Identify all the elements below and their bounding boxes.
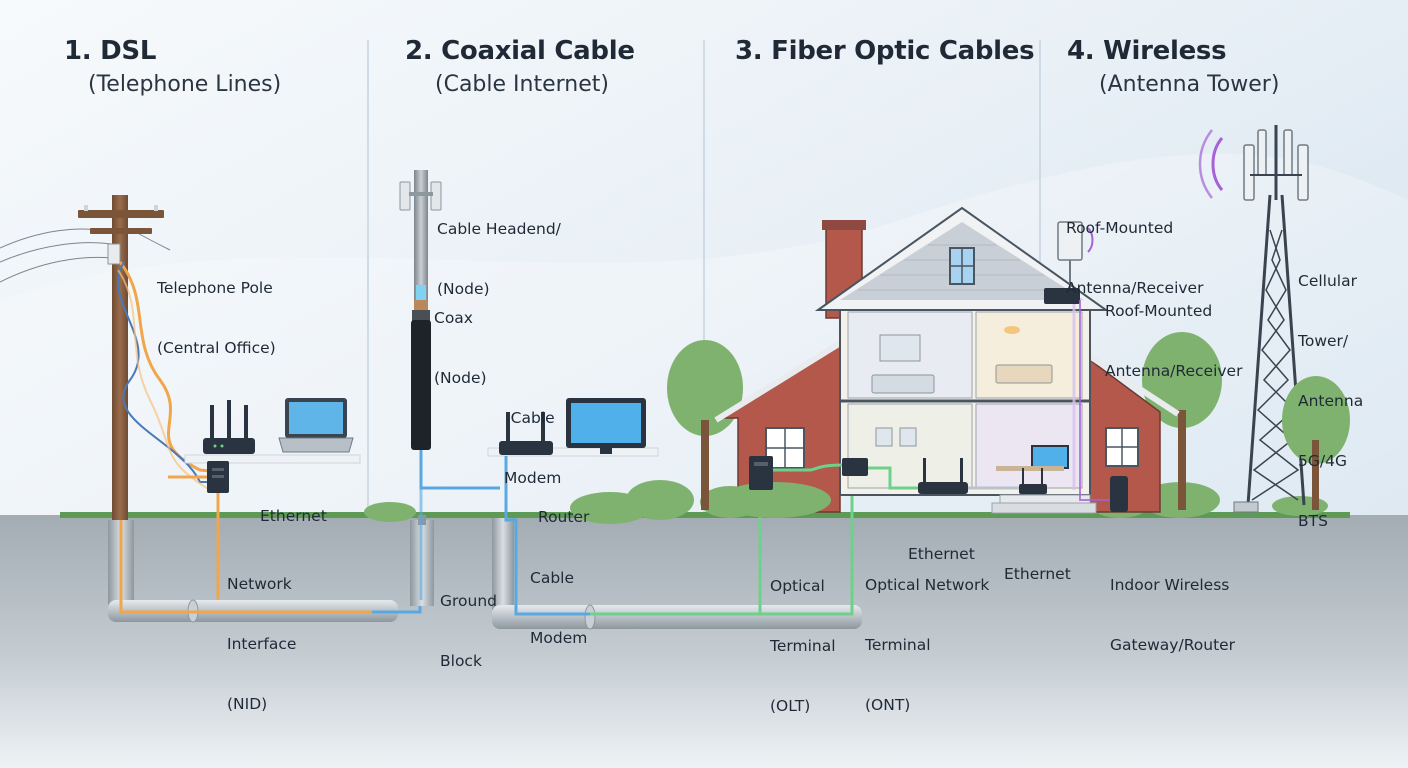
section-subtitle: (Telephone Lines) (88, 72, 282, 97)
label-ground-block: Ground Block (440, 551, 497, 711)
label-line: Antenna/Receiver (1066, 279, 1204, 297)
section-subtitle: (Antenna Tower) (1099, 72, 1280, 97)
label-line: Interface (227, 635, 297, 653)
label-line: Router (538, 508, 590, 526)
house-icon (667, 206, 1222, 518)
modem-icon (842, 458, 868, 476)
label-ethernet-dsl: Ethernet (260, 466, 327, 566)
coax-cable (504, 456, 590, 616)
label-cable-headend: Cable Headend/ (Node) (437, 179, 561, 339)
label-line: (OLT) (770, 697, 811, 715)
section-title: 4. Wireless (1067, 36, 1227, 66)
label-ethernet-house-2: Ethernet (1004, 524, 1071, 624)
router-icon (203, 400, 255, 454)
label-line: Tower/ (1298, 332, 1349, 350)
label-line: (Node) (434, 369, 487, 387)
label-line: (Central Office) (157, 339, 276, 357)
label-roof-antenna-2: Roof-Mounted Antenna/Receiver (1105, 261, 1242, 421)
section-header-dsl: 1. DSL (Telephone Lines) (64, 36, 281, 97)
grass-line (60, 512, 1350, 518)
label-ont: Optical Network Terminal (ONT) (865, 535, 989, 755)
label-line: Roof-Mounted (1066, 219, 1174, 237)
label-line: Ethernet (908, 545, 975, 563)
label-cable-modem-bottom: Cable Modem (530, 528, 587, 688)
fiber-cable (773, 463, 843, 472)
cell-tower-icon (1198, 125, 1309, 513)
telephone-pole-icon (0, 195, 171, 525)
label-line: Modem (530, 629, 588, 647)
section-title: 2. Coaxial Cable (405, 36, 635, 66)
label-cable-modem-top: Cable Modem (504, 368, 561, 528)
section-header-wireless: 4. Wireless (Antenna Tower) (1067, 36, 1279, 97)
label-line: Cable (530, 569, 575, 587)
label-telephone-pole: Telephone Pole (Central Office) (157, 238, 276, 398)
phone-line (117, 261, 220, 483)
label-roof-antenna-1: Roof-Mounted Antenna/Receiver (1066, 178, 1203, 338)
label-line: (Node) (437, 280, 490, 298)
label-line: Cable Headend/ (437, 220, 561, 238)
label-line: Ethernet (1004, 565, 1071, 583)
monitor-icon (566, 398, 646, 454)
ont-box-icon (749, 456, 773, 490)
label-line: (ONT) (865, 696, 911, 714)
label-router: Router (538, 467, 589, 567)
section-subtitle: (Cable Internet) (435, 72, 609, 97)
label-line: Optical (770, 577, 825, 595)
label-line: 5G/4G (1298, 452, 1347, 470)
gateway-icon (1110, 476, 1128, 512)
label-indoor-gateway: Indoor Wireless Gateway/Router (1110, 535, 1235, 695)
modem-icon (207, 461, 229, 493)
label-line: Ethernet (260, 507, 327, 525)
label-coax-node: Coax (Node) (434, 268, 487, 428)
label-line: Roof-Mounted (1105, 302, 1213, 320)
label-line: Antenna/Receiver (1105, 362, 1243, 380)
label-line: Optical Network (865, 576, 990, 594)
antenna-icon (1044, 221, 1094, 304)
label-line: Block (440, 652, 482, 670)
label-line: Terminal (770, 637, 836, 655)
underground-pipe (492, 605, 862, 629)
label-line: Coax (434, 309, 473, 327)
shelf (184, 454, 361, 464)
wireless-cable (1079, 300, 1110, 501)
label-line: Antenna (1298, 392, 1364, 410)
ground (0, 515, 1408, 768)
section-header-fiber: 3. Fiber Optic Cables (735, 36, 1035, 66)
label-line: Network (227, 575, 292, 593)
label-nid: Network Interface (NID) (227, 534, 296, 754)
router-icon (918, 458, 968, 494)
label-cell-tower: Cellular Tower/ Antenna 5G/4G BTS (1298, 231, 1363, 571)
label-line: Modem (504, 469, 562, 487)
coax-node-pole-icon (399, 170, 442, 450)
label-line: Ground (440, 592, 498, 610)
dsl-cable (119, 520, 372, 614)
label-line: Cable (510, 409, 555, 427)
label-line: Indoor Wireless (1110, 576, 1230, 594)
router-icon (499, 412, 553, 455)
label-line: Terminal (865, 636, 931, 654)
label-line: Cellular (1298, 272, 1357, 290)
label-line: (NID) (227, 695, 268, 713)
section-title: 1. DSL (64, 36, 157, 66)
router-icon (1019, 468, 1047, 494)
section-title: 3. Fiber Optic Cables (735, 36, 1035, 66)
laptop-icon (278, 398, 354, 453)
label-ethernet-house-1: Ethernet (908, 504, 975, 604)
label-line: Gateway/Router (1110, 636, 1236, 654)
section-header-coax: 2. Coaxial Cable (Cable Internet) (405, 36, 635, 97)
label-olt: Optical Terminal (OLT) (770, 536, 836, 756)
label-line: Telephone Pole (157, 279, 273, 297)
tree-icon (1282, 376, 1350, 510)
fiber-cable (760, 470, 854, 616)
label-line: BTS (1298, 512, 1328, 530)
